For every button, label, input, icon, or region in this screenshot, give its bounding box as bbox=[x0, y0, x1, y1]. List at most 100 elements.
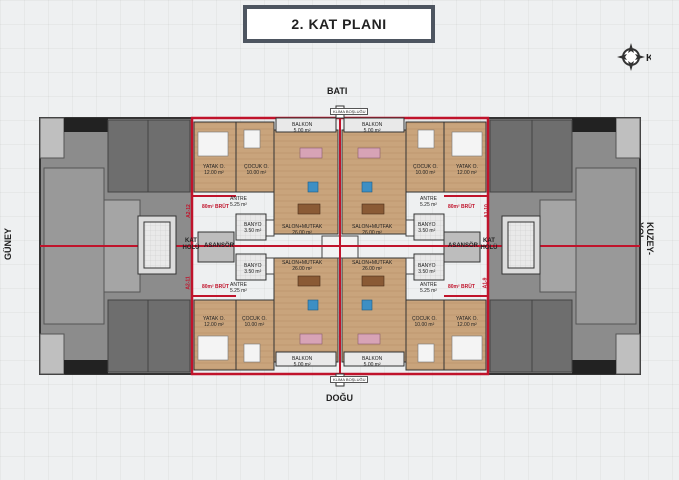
label-bedroom-br: YATAK O.12.00 m² bbox=[456, 316, 478, 328]
compass-icon: K bbox=[617, 43, 651, 71]
room-label-line: 26.00 m² bbox=[292, 230, 312, 236]
page-title: 2. KAT PLANI bbox=[243, 5, 435, 43]
tag-a1-9: A1-9 bbox=[482, 277, 489, 289]
room-label-line: ANTRE bbox=[420, 282, 437, 288]
room-label-line: 12.00 m² bbox=[457, 322, 477, 328]
room-label-line: BANYO bbox=[418, 263, 436, 269]
living-top-left bbox=[273, 129, 339, 235]
room-label-line: ÇOCUK O. bbox=[413, 164, 438, 170]
room-label-line: 5.00 m² bbox=[363, 128, 381, 134]
room-label-line: YATAK O. bbox=[203, 164, 225, 170]
room-label-line: 5.00 m² bbox=[293, 128, 311, 134]
room-label-line: 5.25 m² bbox=[420, 202, 437, 208]
label-bedroom-tl: YATAK O.12.00 m² bbox=[203, 164, 225, 176]
label-bedroom-bl: YATAK O.12.00 m² bbox=[203, 316, 225, 328]
label-klima-bottom: KLİMA BOŞLUĞU bbox=[330, 376, 369, 383]
room-label-line: 5.00 m² bbox=[293, 362, 311, 368]
tag-brut-tl: 80m² BRÜT bbox=[202, 204, 229, 210]
room-label-line: ANTRE bbox=[230, 196, 247, 202]
room-label-line: BALKON bbox=[292, 356, 313, 362]
left-building bbox=[39, 117, 193, 375]
room-label-line: ANTRE bbox=[420, 196, 437, 202]
room-label-line: SALON+MUTFAK bbox=[282, 224, 323, 230]
room-label-line: BALKON bbox=[292, 122, 313, 128]
direction-top: BATI bbox=[327, 86, 348, 96]
room-label-line: SALON+MUTFAK bbox=[352, 260, 393, 266]
room-label-line: 10.00 m² bbox=[414, 322, 435, 328]
room-label-line: 12.00 m² bbox=[457, 170, 477, 176]
tag-a2-11: A2-11 bbox=[185, 276, 192, 290]
room-label-line: BALKON bbox=[362, 356, 383, 362]
room-label-line: 10.00 m² bbox=[246, 170, 267, 176]
tag-brut-tr: 80m² BRÜT bbox=[448, 204, 475, 210]
bath-right-bottom bbox=[413, 253, 445, 281]
room-label-line: ÇOCUK O. bbox=[412, 316, 437, 322]
room-label-line: 26.00 m² bbox=[362, 266, 382, 272]
label-asansor-left: ASANSÖR bbox=[204, 243, 235, 249]
tag-a2-12: A2-12 bbox=[185, 204, 192, 218]
balcony-top-right bbox=[343, 117, 405, 133]
label-kat-holu-left: KAT HOLÜ bbox=[182, 238, 200, 251]
label-klima-top: KLİMA BOŞLUĞU bbox=[330, 108, 369, 115]
room-label-line: ÇOCUK O. bbox=[244, 164, 269, 170]
label-kat-holu-right: KAT HOLÜ bbox=[480, 238, 498, 251]
room-label-line: BALKON bbox=[362, 122, 383, 128]
living-top-right bbox=[341, 129, 407, 235]
tag-brut-bl: 80m² BRÜT bbox=[202, 284, 229, 290]
room-label-line: YATAK O. bbox=[456, 316, 478, 322]
room-label-line: SALON+MUTFAK bbox=[282, 260, 323, 266]
room-label-line: SALON+MUTFAK bbox=[352, 224, 393, 230]
room-label-line: 5.25 m² bbox=[230, 202, 247, 208]
room-label-line: 12.00 m² bbox=[204, 170, 224, 176]
room-label-line: 5.25 m² bbox=[420, 288, 437, 294]
room-label-line: ANTRE bbox=[230, 282, 247, 288]
compass-letter: K bbox=[646, 53, 651, 64]
label-child-tr: ÇOCUK O.10.00 m² bbox=[413, 164, 438, 176]
balcony-bottom-right bbox=[343, 351, 405, 367]
room-label-line: 12.00 m² bbox=[204, 322, 224, 328]
living-bottom-right bbox=[341, 257, 407, 363]
living-bottom-left bbox=[273, 257, 339, 363]
room-label-line: BANYO bbox=[244, 222, 262, 228]
core-right bbox=[443, 215, 541, 275]
room-label-line: 26.00 m² bbox=[362, 230, 382, 236]
room-label-line: 3.50 m² bbox=[244, 228, 262, 234]
label-asansor-right: ASANSÖR bbox=[448, 243, 479, 249]
bath-right-top bbox=[413, 213, 445, 241]
tag-brut-br: 80m² BRÜT bbox=[448, 284, 475, 290]
room-label-line: 5.25 m² bbox=[230, 288, 247, 294]
label-child-br: ÇOCUK O.10.00 m² bbox=[412, 316, 437, 328]
room-label-line: YATAK O. bbox=[203, 316, 225, 322]
bath-left-bottom bbox=[235, 253, 267, 281]
bath-left-top bbox=[235, 213, 267, 241]
room-label-line: 10.00 m² bbox=[244, 322, 265, 328]
room-label-line: 10.00 m² bbox=[415, 170, 436, 176]
label-child-tl: ÇOCUK O.10.00 m² bbox=[244, 164, 269, 176]
tag-a1-10: A1-10 bbox=[483, 204, 490, 218]
room-label-line: 26.00 m² bbox=[292, 266, 312, 272]
room-label-line: 5.00 m² bbox=[363, 362, 381, 368]
room-label-line: BANYO bbox=[244, 263, 262, 269]
room-label-line: BANYO bbox=[418, 222, 436, 228]
room-label-line: ÇOCUK O. bbox=[242, 316, 267, 322]
label-child-bl: ÇOCUK O.10.00 m² bbox=[242, 316, 267, 328]
balcony-bottom-left bbox=[275, 351, 337, 367]
balcony-top-left bbox=[275, 117, 337, 133]
